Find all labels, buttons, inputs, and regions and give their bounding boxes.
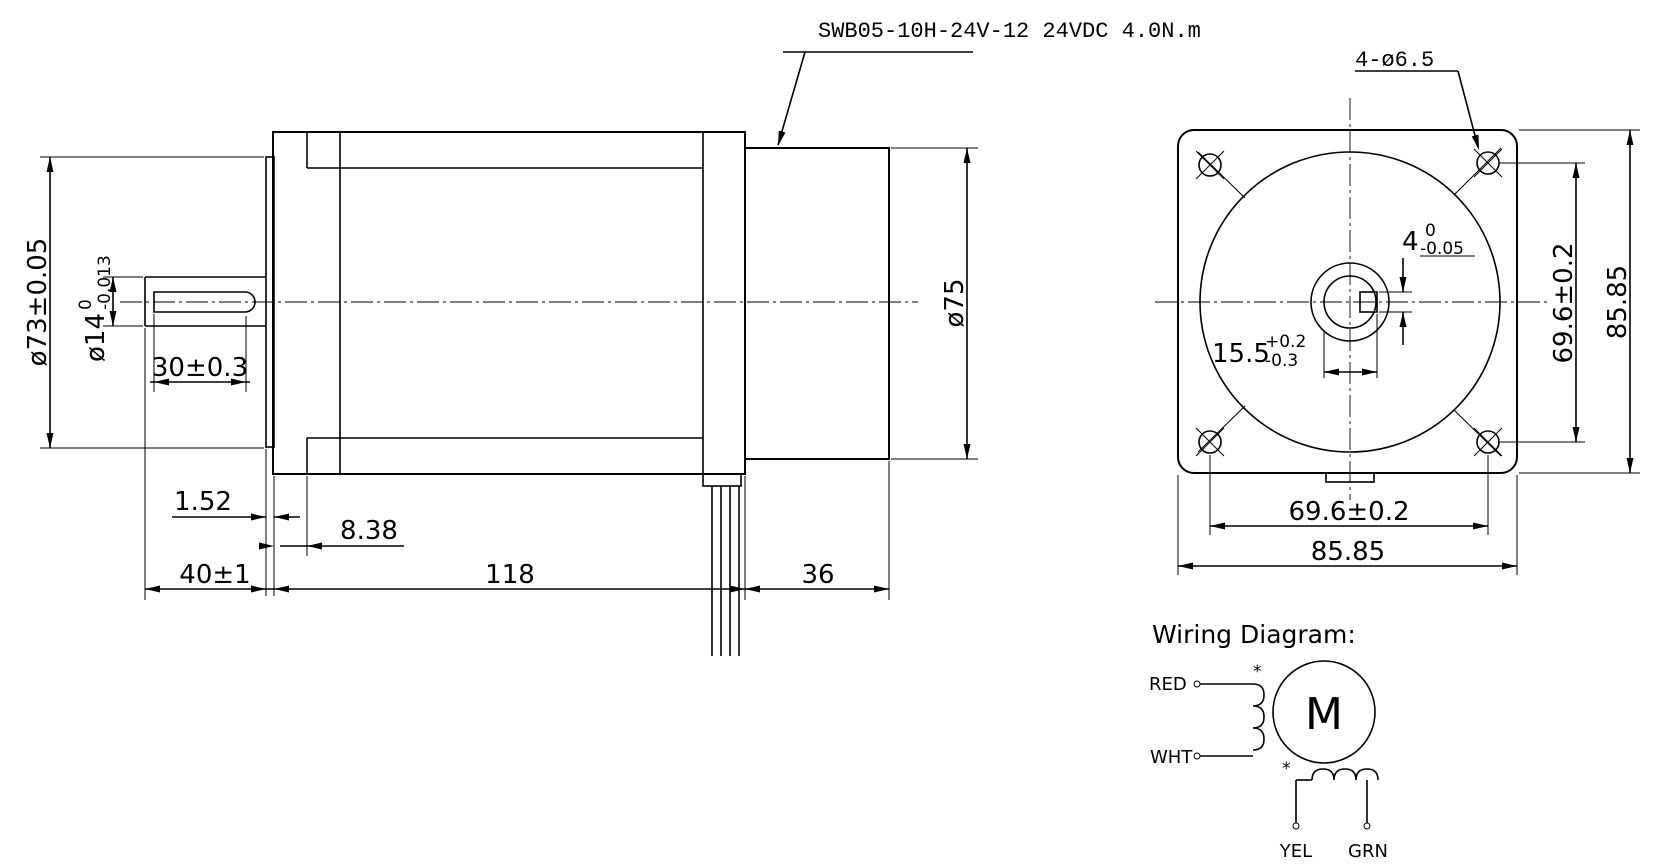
rear-housing [744,147,890,460]
svg-text:15.5: 15.5 [1212,339,1270,369]
svg-text:69.6±0.2: 69.6±0.2 [1288,497,1409,527]
svg-text:4-ø6.5: 4-ø6.5 [1355,48,1434,73]
svg-text:36: 36 [801,560,834,590]
svg-text:118: 118 [485,560,535,590]
wire-label-red: RED [1149,674,1187,695]
lead-wires [711,486,740,656]
bottom-tab [1325,472,1375,483]
svg-text:0: 0 [76,299,96,310]
cable-gland [702,473,742,487]
svg-text:69.6±0.2: 69.6±0.2 [1549,242,1579,363]
motor-letter: M [1305,689,1343,740]
svg-text:ø14: ø14 [81,313,111,362]
dim-key-width: 4 0 -0.05 [1379,221,1475,345]
svg-text:0: 0 [1425,221,1436,241]
polarity-mark: * [1253,662,1262,682]
mounting-hole [1476,430,1500,454]
svg-text:-0.05: -0.05 [1420,239,1464,259]
svg-text:+0.2: +0.2 [1265,332,1306,352]
svg-text:85.85: 85.85 [1603,265,1633,339]
model-leader [774,51,973,147]
shaft [144,276,266,327]
dim-square-h: 85.85 [1177,475,1518,575]
wiring-title: Wiring Diagram: [1152,620,1356,649]
shaft-inner [1323,275,1377,329]
dim-holes: 4-ø6.5 [1355,48,1483,151]
svg-text:1.52: 1.52 [174,487,232,517]
wire-label-white: WHT [1150,747,1193,768]
svg-text:4: 4 [1402,227,1419,257]
wire-label-green: GRN [1348,841,1388,862]
dim-flange-thickness: 8.38 [259,476,404,556]
svg-text:ø73±0.05: ø73±0.05 [23,238,53,367]
shaft-key [1359,291,1378,313]
side-view: ø73±0.05 ø14 0 -0.013 30±0.3 [23,131,978,656]
mounting-holes [1195,147,1503,457]
svg-text:8.38: 8.38 [340,516,398,546]
wire-label-yellow: YEL [1279,841,1312,862]
shaft-keyway [153,291,256,313]
polarity-mark: * [1282,759,1291,779]
svg-text:-0.3: -0.3 [1265,351,1298,371]
mounting-hole [1198,153,1222,177]
front-view: 4-ø6.5 4 0 -0.05 15.5 +0.2 [1155,48,1640,575]
dim-hole-pitch-h: 69.6±0.2 [1209,455,1489,535]
dim-flange-gap: 1.52 [172,449,300,596]
svg-text:85.85: 85.85 [1311,537,1385,567]
mounting-hole [1476,151,1500,175]
dim-hole-pitch-v: 69.6±0.2 [1500,162,1585,443]
dim-key-length: 30±0.3 [150,314,250,392]
mounting-hole [1198,430,1222,454]
motor-symbol [1272,660,1376,764]
dim-square-v: 85.85 [1519,129,1640,474]
motor-body [272,131,746,487]
svg-text:30±0.3: 30±0.3 [152,353,248,383]
svg-text:40±1: 40±1 [179,560,250,590]
pilot-circle [1199,151,1501,453]
svg-text:ø75: ø75 [940,279,970,328]
dim-length-chain: 40±1 118 36 [144,328,890,600]
model-label: SWB05-10H-24V-12 24VDC 4.0N.m [818,19,1201,44]
dim-key-depth: 15.5 +0.2 -0.3 [1212,314,1378,378]
shaft-outer [1310,262,1390,342]
coil-b: * YEL GRN [1279,759,1388,862]
svg-text:-0.013: -0.013 [95,255,115,310]
dim-flange-diameter: ø73±0.05 [23,156,264,449]
wiring-diagram: Wiring Diagram: M RED WHT * * YEL GRN [1149,620,1388,862]
dim-body-diameter: ø75 [891,147,978,460]
dim-shaft-diameter: ø14 0 -0.013 [76,255,143,362]
coil-a: RED WHT * [1149,662,1265,768]
